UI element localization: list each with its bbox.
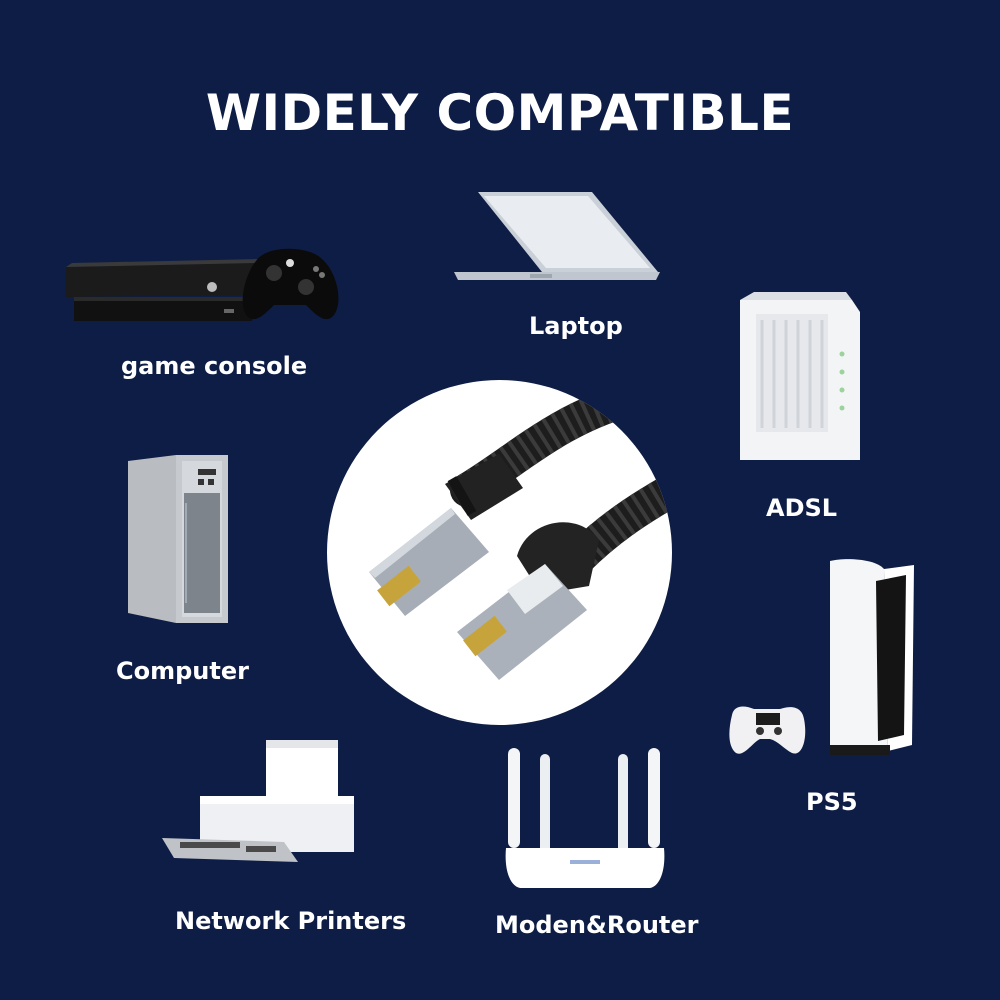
- laptop-icon: [454, 192, 660, 280]
- game-console-label: game console: [121, 352, 308, 380]
- desktop-tower-icon: [128, 455, 228, 623]
- adsl-modem-icon: [740, 292, 860, 460]
- cable-showcase: [327, 380, 672, 725]
- computer-label: Computer: [116, 657, 249, 685]
- printer-icon: [162, 740, 354, 862]
- network-printers-label: Network Printers: [175, 907, 407, 935]
- ps5-label: PS5: [806, 788, 858, 816]
- adsl-label: ADSL: [766, 494, 838, 522]
- laptop-label: Laptop: [529, 312, 623, 340]
- router-label: Moden&Router: [495, 911, 699, 939]
- ethernet-cable-icon: [369, 383, 672, 680]
- router-icon: [505, 748, 665, 888]
- ps5-console-icon: [729, 559, 914, 755]
- xbox-console-icon: [66, 248, 339, 321]
- page-title: WIDELY COMPATIBLE: [205, 84, 795, 142]
